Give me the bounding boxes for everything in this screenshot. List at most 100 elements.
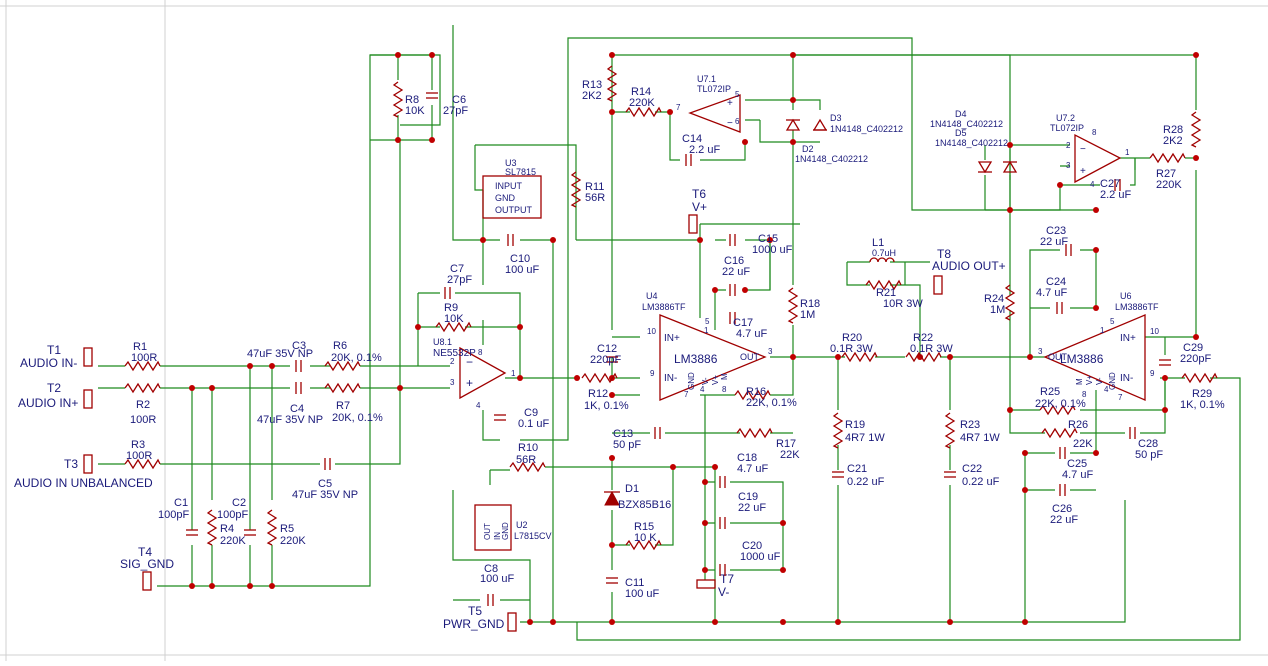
r3-ref: R3: [131, 439, 145, 451]
resistor-r4[interactable]: R4 220K: [207, 509, 246, 547]
resistor-r18[interactable]: R18 1M: [788, 287, 820, 324]
c1-value: 100pF: [158, 509, 189, 521]
capacitor-c10[interactable]: C10 100 uF: [505, 233, 540, 276]
terminal-t8[interactable]: T8 AUDIO OUT+: [932, 247, 1006, 295]
capacitor-c29[interactable]: C29 220pF: [1158, 342, 1211, 366]
capacitor-c25[interactable]: C25 4.7 uF: [1059, 446, 1093, 481]
u71-minus-symbol: −: [727, 118, 733, 129]
capacitor-c22[interactable]: C22 0.22 uF: [943, 463, 1000, 488]
resistor-r9[interactable]: R9 10K: [435, 302, 472, 332]
resistor-r6[interactable]: R6 20K, 0.1%: [324, 340, 382, 371]
resistor-r20[interactable]: R20 0.1R 3W: [830, 332, 878, 362]
diode-d2[interactable]: D2 1N4148_C402212: [785, 118, 868, 164]
capacitor-c23[interactable]: C23 22 uF: [1040, 225, 1072, 257]
terminal-t2[interactable]: T2 AUDIO IN+: [18, 381, 93, 410]
amp-u4[interactable]: U4 LM3886TF LM3886 IN+ IN- OUT 10 9 3 5 …: [642, 291, 773, 401]
resistor-r8[interactable]: R8 10K: [393, 81, 425, 118]
resistor-r12[interactable]: R12 1K, 0.1%: [581, 373, 629, 412]
capacitor-c2[interactable]: C2 100pF: [217, 497, 257, 536]
terminal-t3[interactable]: T3 AUDIO IN UNBALANCED: [14, 454, 153, 490]
resistor-r10[interactable]: R10 56R: [509, 442, 546, 472]
terminal-t5-label: PWR_GND: [443, 617, 505, 631]
ic-u3[interactable]: U3 SL7815 INPUT GND OUTPUT: [482, 158, 542, 219]
terminal-t1-label: AUDIO IN-: [20, 356, 77, 370]
opamp-u8-1[interactable]: U8.1 NE5532P − + 2 3 1 8 4: [433, 337, 516, 410]
resistor-r7[interactable]: R7 20K, 0.1%: [324, 383, 383, 424]
capacitor-c27[interactable]: C27 2.2 uF: [1100, 178, 1131, 201]
diode-d3[interactable]: D3 1N4148_C402212: [812, 113, 903, 134]
capacitor-c17[interactable]: C17 4.7 uF: [729, 311, 767, 340]
capacitor-c9[interactable]: C9 0.1 uF: [493, 407, 549, 430]
u8-pin4: 4: [476, 401, 481, 410]
resistor-r5[interactable]: R5 220K: [267, 509, 306, 547]
resistor-r15[interactable]: R15 10 K: [625, 521, 662, 550]
resistor-r3[interactable]: R3 100R: [124, 439, 161, 469]
capacitor-c14[interactable]: C14 2.2 uF: [682, 133, 720, 167]
resistor-r17[interactable]: R17 22K: [736, 428, 800, 461]
c10-ref: C10: [510, 253, 530, 265]
capacitor-c12[interactable]: C12 220pF: [590, 343, 621, 366]
r19-ref: R19: [845, 419, 865, 431]
diode-d5[interactable]: D5 1N4148_C402212: [935, 128, 1018, 173]
r8-ref: R8: [405, 94, 419, 106]
amp-u6[interactable]: U6 LM3886TF LM3886 IN+ IN- OUT 10 9 3 5 …: [1038, 291, 1159, 402]
resistor-r21[interactable]: R21 10R 3W: [865, 280, 923, 310]
inductor-l1[interactable]: L1 0.7uH: [869, 237, 896, 263]
terminal-t7[interactable]: T7 V-: [696, 572, 734, 599]
capacitor-c26[interactable]: C26 22 uF: [1050, 483, 1078, 526]
u8-pin8: 8: [478, 348, 483, 357]
resistor-r29[interactable]: R29 1K, 0.1%: [1180, 373, 1225, 411]
d5-ref: D5: [955, 128, 967, 138]
capacitor-c3[interactable]: C3 47uF 35V NP: [247, 340, 313, 373]
ic-u2[interactable]: U2 L7815CV OUT IN GND: [474, 504, 552, 551]
diode-d1[interactable]: D1 BZX85B16: [604, 483, 671, 511]
u6-pin1: 1: [1100, 326, 1105, 335]
resistor-r22[interactable]: R22 0.1R 3W: [905, 332, 953, 362]
resistor-r11[interactable]: R11 56R: [571, 171, 605, 208]
capacitor-c16[interactable]: C16 22 uF: [722, 255, 750, 297]
capacitor-c11[interactable]: C11 100 uF: [605, 577, 660, 600]
terminal-t6[interactable]: T6 V+: [688, 187, 707, 234]
r29-value: 1K, 0.1%: [1180, 399, 1225, 411]
resistor-r1[interactable]: R1 100R: [124, 341, 161, 371]
capacitor-c28[interactable]: C28 50 pF: [1129, 426, 1163, 461]
capacitor-c20[interactable]: C20 1000 uF: [719, 540, 781, 577]
capacitor-c7[interactable]: C7 27pF: [444, 263, 472, 300]
resistor-r28[interactable]: R28 2K2: [1163, 111, 1201, 148]
capacitor-c1[interactable]: C1 100pF: [158, 497, 199, 536]
capacitor-c13[interactable]: C13 50 pF: [613, 426, 661, 451]
d3-ref: D3: [830, 113, 842, 123]
resistor-r24[interactable]: R24 1M: [984, 284, 1015, 321]
capacitor-c15[interactable]: C15 1000 uF: [729, 233, 793, 256]
resistor-r26[interactable]: R26 22K: [1041, 419, 1093, 450]
resistor-r25[interactable]: R25 22K, 0.1%: [1035, 386, 1086, 415]
terminal-t5[interactable]: T5 PWR_GND: [443, 604, 517, 632]
resistor-r27[interactable]: R27 220K: [1149, 153, 1186, 191]
resistor-r23[interactable]: R23 4R7 1W: [945, 412, 1000, 449]
capacitor-c19[interactable]: C19 22 uF: [719, 491, 766, 530]
capacitor-c24[interactable]: C24 4.7 uF: [1036, 276, 1067, 315]
opamp-u7-2[interactable]: U7.2 TL072IP − + 2 3 1 8 4: [1050, 113, 1130, 189]
terminal-t4[interactable]: T4 SIG_GND: [120, 545, 174, 591]
r10-value: 56R: [516, 454, 536, 466]
diode-d4[interactable]: D4 1N4148_C402212: [930, 109, 1003, 174]
capacitor-c5[interactable]: C5 47uF 35V NP: [292, 457, 358, 501]
r12-value: 1K, 0.1%: [584, 400, 629, 412]
capacitor-c6[interactable]: C6 27pF: [425, 92, 468, 117]
terminal-t1-ref: T1: [47, 343, 61, 357]
resistor-r13[interactable]: R13 2K2: [582, 65, 617, 102]
capacitor-c18[interactable]: C18 4.7 uF: [719, 452, 768, 489]
capacitor-c21[interactable]: C21 0.22 uF: [831, 463, 885, 488]
resistor-r16[interactable]: R16 22K, 0.1%: [734, 386, 797, 409]
capacitor-c4[interactable]: C4 47uF 35V NP: [257, 381, 323, 426]
c22-ref: C22: [962, 463, 982, 475]
capacitor-c8[interactable]: C8 100 uF: [480, 563, 515, 607]
resistor-r2[interactable]: R2 100R: [124, 383, 161, 426]
r4-ref: R4: [220, 523, 234, 535]
resistor-r19[interactable]: R19 4R7 1W: [833, 412, 885, 449]
terminal-t1[interactable]: T1 AUDIO IN-: [20, 343, 93, 370]
c7-ref: C7: [450, 263, 464, 275]
resistor-r14[interactable]: R14 220K: [625, 86, 662, 117]
u6-ref: U6: [1120, 291, 1132, 301]
opamp-u7-1[interactable]: U7.1 TL072IP + − 7 5 6: [676, 74, 741, 133]
